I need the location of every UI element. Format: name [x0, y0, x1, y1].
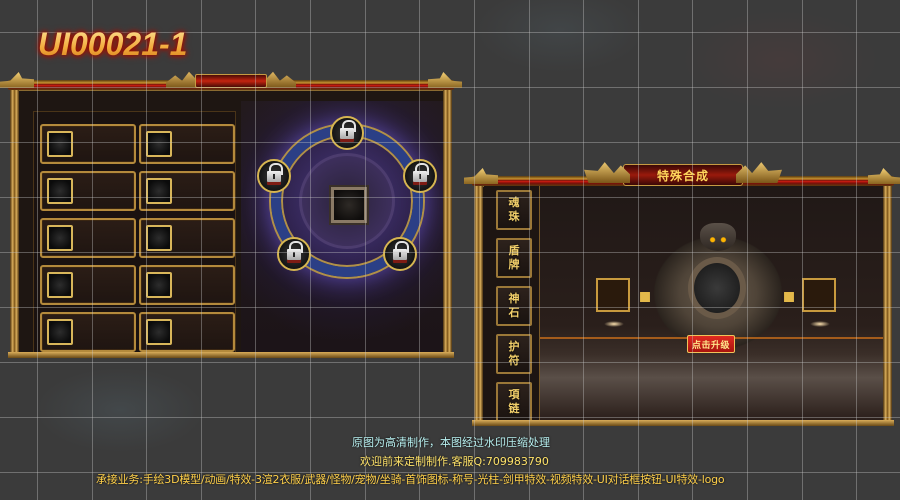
tab-shield[interactable]: 盾 牌	[496, 238, 532, 278]
tab-label: 符	[508, 354, 520, 367]
slot-card[interactable]	[40, 265, 136, 305]
tab-necklace[interactable]: 項 链	[496, 382, 532, 422]
dragon-altar-scene: 点击升级	[540, 185, 883, 420]
item-slot[interactable]	[47, 178, 73, 204]
slot-card[interactable]	[139, 218, 235, 258]
slot-card[interactable]	[139, 312, 235, 352]
tab-soul-orb[interactable]: 魂 珠	[496, 190, 532, 230]
slot-card[interactable]	[40, 218, 136, 258]
panel-title-plate: 特殊合成	[623, 164, 743, 186]
tab-label: 牌	[508, 258, 520, 271]
frame-bottom-bar	[8, 352, 454, 358]
panel-body	[19, 90, 443, 356]
tab-label: 石	[508, 306, 520, 319]
lock-node-lower-left[interactable]	[277, 237, 311, 271]
tab-amulet[interactable]: 护 符	[496, 334, 532, 374]
lock-node-top[interactable]	[330, 116, 364, 150]
dragon-head-emblem	[700, 223, 736, 251]
slot-card[interactable]	[40, 312, 136, 352]
design-id-title: UI00021-1	[38, 26, 188, 62]
rune-ring-inner	[299, 153, 395, 249]
footer-services: 承接业务:手绘3D模型/动画/特效-3渲2衣服/武器/怪物/宠物/坐骑-首饰图标…	[96, 473, 725, 486]
slot-card[interactable]	[40, 171, 136, 211]
frame-pillar	[443, 90, 452, 354]
tab-label: 护	[508, 340, 520, 353]
frame-pillar	[10, 90, 19, 354]
item-slot[interactable]	[146, 225, 172, 251]
upgrade-button[interactable]: 点击升级	[687, 335, 735, 353]
slot-card[interactable]	[139, 124, 235, 164]
item-slot[interactable]	[146, 272, 172, 298]
lock-icon	[413, 163, 429, 185]
frame-pillar	[883, 186, 892, 422]
lock-icon	[340, 120, 356, 142]
material-slot-right[interactable]	[802, 278, 836, 312]
slot-grid	[40, 124, 235, 352]
item-slot[interactable]	[146, 178, 172, 204]
lock-node-upper-left[interactable]	[257, 159, 291, 193]
tab-label: 神	[508, 292, 520, 305]
lock-icon	[393, 241, 409, 263]
title-plate	[195, 74, 267, 88]
tab-label: 魂	[508, 196, 520, 209]
lock-icon	[267, 163, 283, 185]
synthesis-result-slot[interactable]	[688, 257, 746, 319]
slot-card[interactable]	[40, 124, 136, 164]
footer-contact: 欢迎前来定制制作.客服Q:709983790	[360, 455, 549, 468]
material-slot-left[interactable]	[596, 278, 630, 312]
item-slot[interactable]	[146, 319, 172, 345]
lock-icon	[287, 241, 303, 263]
item-slot[interactable]	[47, 272, 73, 298]
footer-watermark-note: 原图为高清制作，本图经过水印压缩处理	[352, 436, 550, 449]
item-slot[interactable]	[47, 225, 73, 251]
frame-pillar	[474, 186, 483, 422]
slot-card[interactable]	[139, 265, 235, 305]
center-item-slot[interactable]	[331, 187, 367, 223]
lamp-glow	[604, 321, 624, 327]
arrow-right-icon	[635, 287, 655, 307]
category-tab-column: 魂 珠 盾 牌 神 石 护 符 項 链	[484, 184, 540, 426]
tab-label: 盾	[508, 244, 520, 257]
lock-node-lower-right[interactable]	[383, 237, 417, 271]
special-synthesis-panel: 魂 珠 盾 牌 神 石 护 符 項 链 点击升级	[464, 164, 894, 426]
panel-title: 特殊合成	[656, 168, 709, 183]
lock-node-upper-right[interactable]	[403, 159, 437, 193]
slot-card[interactable]	[139, 171, 235, 211]
tab-divine-stone[interactable]: 神 石	[496, 286, 532, 326]
item-slot[interactable]	[47, 319, 73, 345]
arrow-left-icon	[779, 287, 799, 307]
equipment-slot-panel	[0, 80, 454, 358]
tab-label: 珠	[508, 210, 520, 223]
item-slot[interactable]	[47, 131, 73, 157]
tab-label: 項	[508, 388, 520, 401]
frame-bottom-bar	[472, 420, 894, 426]
lamp-glow	[810, 321, 830, 327]
slot-list-panel	[33, 111, 236, 356]
tab-label: 链	[508, 402, 520, 415]
rune-ring-area	[241, 101, 443, 352]
item-slot[interactable]	[146, 131, 172, 157]
